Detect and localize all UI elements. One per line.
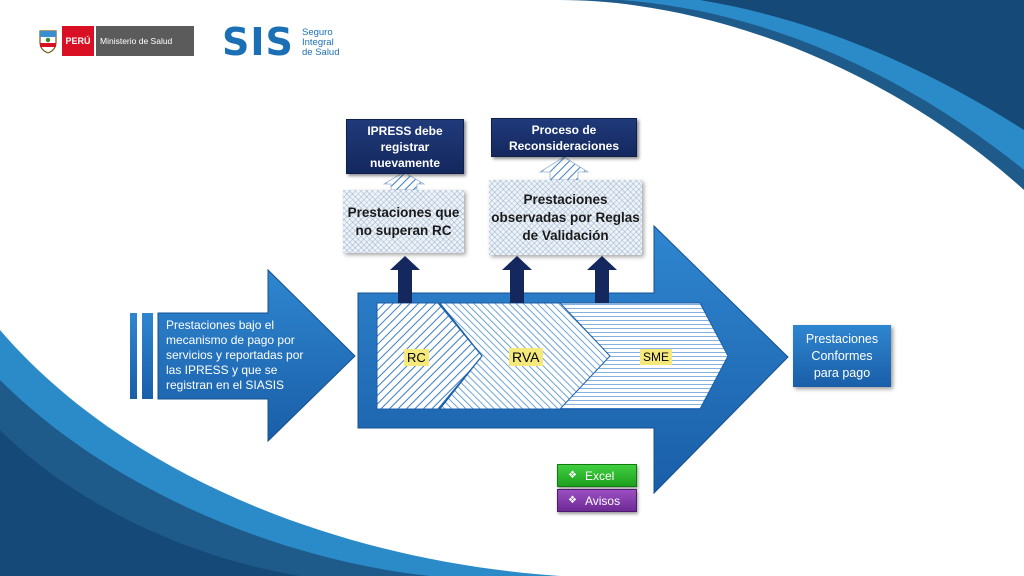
no-superan-box: Prestaciones que no superan RC bbox=[343, 190, 464, 253]
input-bar-2 bbox=[142, 313, 153, 399]
stage-label-sme: SME bbox=[640, 349, 673, 365]
sis-wordmark: SIS bbox=[222, 20, 294, 64]
ipress-box: IPRESS debe registrar nuevamente bbox=[346, 119, 464, 174]
stage-label-rva: RVA bbox=[509, 348, 543, 366]
small-up-arrow-reconsideraciones bbox=[538, 156, 590, 181]
stage-chevron-rc bbox=[376, 302, 483, 410]
peru-ministry-logo: PERÚ Ministerio de Salud bbox=[36, 26, 194, 56]
sis-subtitle-line-3: de Salud bbox=[302, 47, 340, 58]
sis-subtitle-line-1: Seguro bbox=[302, 27, 333, 38]
excel-button-label: Excel bbox=[584, 468, 615, 483]
reconsideraciones-box: Proceso de Reconsideraciones bbox=[491, 118, 637, 157]
diamond-bullet-icon: ❖ bbox=[568, 495, 577, 506]
sis-subtitle-line-2: Integral bbox=[302, 37, 334, 48]
up-arrow-sme bbox=[587, 256, 617, 303]
input-bar-1 bbox=[130, 313, 137, 399]
small-up-arrow-ipress bbox=[382, 171, 426, 191]
output-box: Prestaciones Conformes para pago bbox=[793, 325, 891, 387]
up-arrow-rc bbox=[390, 256, 420, 303]
observadas-box: Prestaciones observadas por Reglas de Va… bbox=[489, 180, 642, 255]
peru-coat-of-arms-icon bbox=[39, 30, 57, 54]
avisos-button-label: Avisos bbox=[584, 493, 621, 508]
stage-label-rc: RC bbox=[404, 349, 429, 366]
diamond-bullet-icon: ❖ bbox=[568, 470, 577, 481]
input-arrow bbox=[157, 268, 356, 443]
avisos-button[interactable]: ❖ Avisos bbox=[557, 489, 637, 512]
up-arrow-rva bbox=[502, 256, 532, 303]
input-description: Prestaciones bajo el mecanismo de pago p… bbox=[166, 318, 304, 392]
ministry-label: Ministerio de Salud bbox=[96, 26, 194, 56]
peru-label: PERÚ bbox=[62, 26, 94, 56]
sis-subtitle: Seguro Integral de Salud bbox=[302, 28, 362, 58]
excel-button[interactable]: ❖ Excel bbox=[557, 464, 637, 487]
